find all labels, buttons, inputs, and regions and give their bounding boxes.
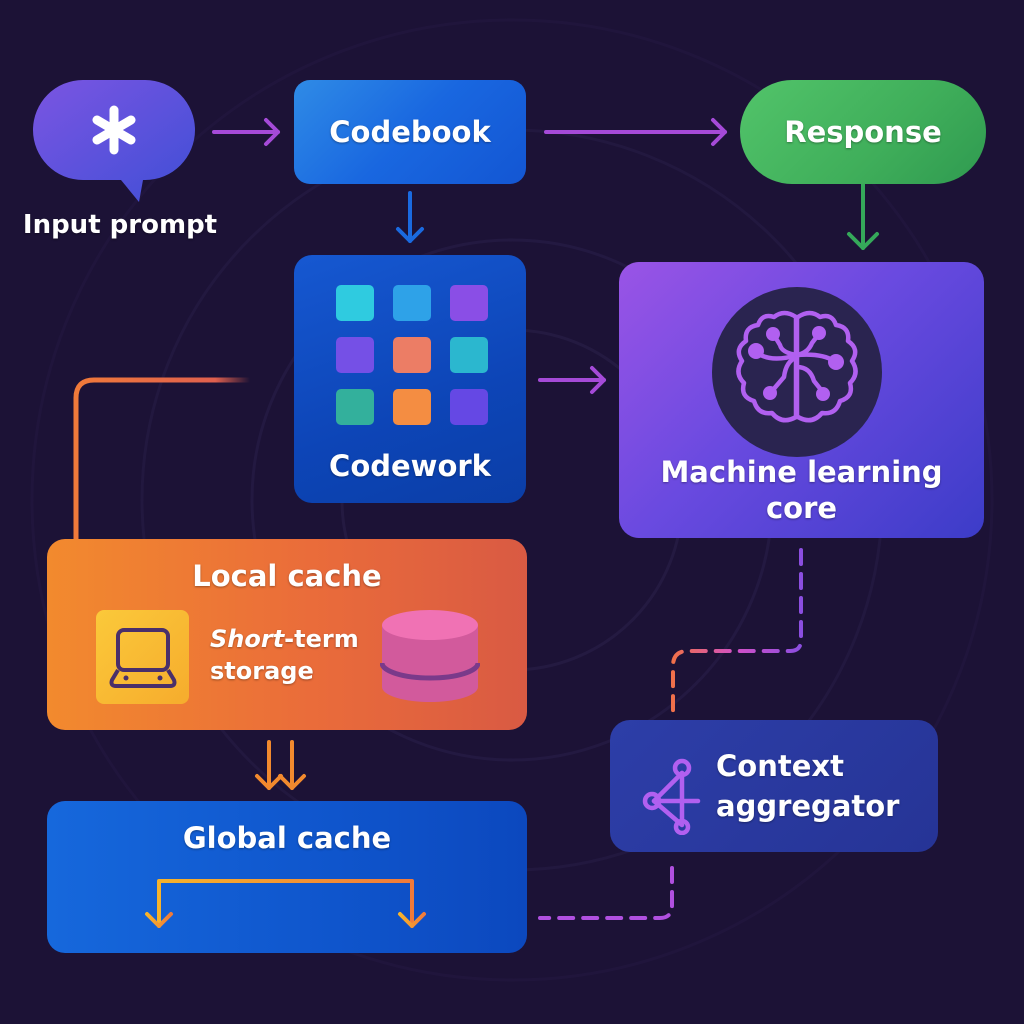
codework-grid-cell bbox=[393, 389, 431, 425]
brain-icon-circle bbox=[712, 287, 882, 457]
short-term-storage-label: Short-term storage bbox=[210, 623, 359, 687]
short-label: Short bbox=[210, 625, 285, 653]
context-label-line1: Context bbox=[716, 749, 844, 783]
codework-grid-cell bbox=[450, 389, 488, 425]
ml-core-label-line1: Machine learning bbox=[660, 455, 943, 489]
codework-grid-cell bbox=[336, 337, 374, 373]
context-aggregator-node[interactable]: Context aggregator bbox=[610, 720, 938, 852]
response-node[interactable]: Response bbox=[740, 80, 986, 184]
response-label: Response bbox=[784, 115, 942, 149]
codebook-label: Codebook bbox=[329, 115, 491, 149]
codebook-node[interactable]: Codebook bbox=[294, 80, 526, 184]
storage-label: storage bbox=[210, 657, 314, 685]
codework-label: Codework bbox=[329, 449, 491, 483]
input-prompt-bubble[interactable] bbox=[33, 80, 195, 202]
codework-grid-cell bbox=[450, 285, 488, 321]
codework-grid-cell bbox=[393, 285, 431, 321]
input-prompt-label: Input prompt bbox=[22, 210, 218, 240]
codework-grid-icon bbox=[336, 285, 488, 425]
laptop-icon bbox=[109, 628, 177, 688]
codework-grid-cell bbox=[336, 285, 374, 321]
ml-core-label: Machine learning core bbox=[619, 454, 984, 526]
global-cache-title: Global cache bbox=[182, 821, 392, 855]
split-arrows-icon bbox=[145, 879, 426, 928]
laptop-icon-box bbox=[96, 610, 189, 704]
local-cache-node[interactable]: Local cache Short-term storage bbox=[47, 539, 527, 730]
ml-core-label-line2: core bbox=[765, 491, 838, 525]
brain-icon bbox=[736, 310, 858, 423]
ml-core-node[interactable]: Machine learning core bbox=[619, 262, 984, 538]
speech-bubble-icon bbox=[33, 80, 195, 202]
database-icon bbox=[380, 610, 480, 702]
global-cache-node[interactable]: Global cache bbox=[47, 801, 527, 953]
local-cache-title: Local cache bbox=[192, 559, 382, 593]
network-icon bbox=[642, 758, 701, 835]
codework-grid-cell bbox=[393, 337, 431, 373]
codework-grid-cell bbox=[336, 389, 374, 425]
context-label-line2: aggregator bbox=[716, 789, 900, 823]
codework-grid-cell bbox=[450, 337, 488, 373]
asterisk-icon bbox=[92, 105, 136, 155]
context-aggregator-label: Context aggregator bbox=[716, 746, 899, 826]
term-label: -term bbox=[284, 625, 359, 653]
codework-node[interactable]: Codework bbox=[294, 255, 526, 503]
